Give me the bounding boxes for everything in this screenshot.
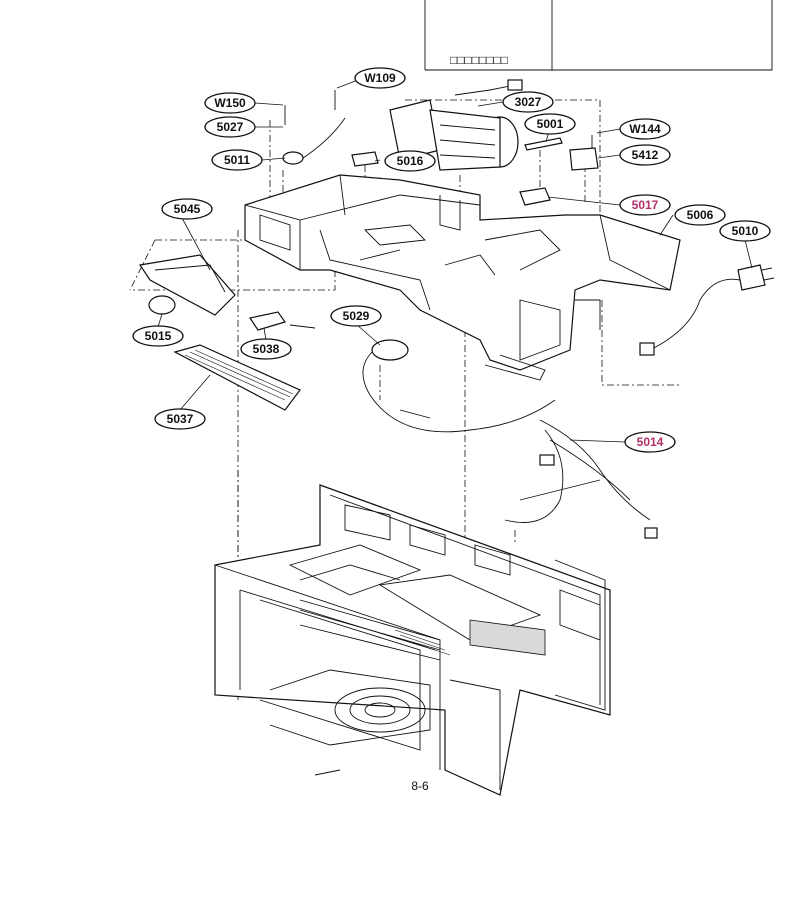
small-parts-top-right: [519, 135, 599, 206]
power-cord-5010: [639, 264, 775, 356]
callout-label-W150: W150: [214, 96, 246, 110]
callout-5038[interactable]: 5038: [240, 338, 292, 360]
callout-W109[interactable]: W109: [354, 67, 406, 89]
callout-label-5006: 5006: [687, 208, 714, 222]
callout-label-W144: W144: [629, 122, 661, 136]
callout-3027[interactable]: 3027: [502, 91, 554, 113]
wire-harness-5014: [504, 419, 658, 539]
callout-label-5017: 5017: [632, 198, 659, 212]
callout-5014[interactable]: 5014: [624, 431, 676, 453]
callout-5412[interactable]: 5412: [619, 144, 671, 166]
callout-label-5037: 5037: [167, 412, 194, 426]
callout-5017[interactable]: 5017: [619, 194, 671, 216]
callout-label-W109: W109: [364, 71, 396, 85]
callout-label-5014: 5014: [637, 435, 664, 449]
callout-5029[interactable]: 5029: [330, 305, 382, 327]
callout-label-3027: 3027: [515, 95, 542, 109]
callout-5006[interactable]: 5006: [674, 204, 726, 226]
callout-5001[interactable]: 5001: [524, 113, 576, 135]
turntable-motor-5029: [362, 339, 556, 433]
switch-parts: [282, 90, 379, 167]
table-fragment: □□□□□□□□: [424, 0, 773, 71]
oven-chassis: [214, 484, 611, 796]
callout-5015[interactable]: 5015: [132, 325, 184, 347]
callout-W150[interactable]: W150: [204, 92, 256, 114]
callout-W144[interactable]: W144: [619, 118, 671, 140]
callout-5011[interactable]: 5011: [211, 149, 263, 171]
callout-5045[interactable]: 5045: [161, 198, 213, 220]
callout-5037[interactable]: 5037: [154, 408, 206, 430]
callout-label-5029: 5029: [343, 309, 370, 323]
lamp-cover-5045: [138, 254, 316, 331]
callout-5010[interactable]: 5010: [719, 220, 771, 242]
callout-label-5011: 5011: [224, 153, 250, 167]
callout-5027[interactable]: 5027: [204, 116, 256, 138]
air-guide-assembly-5006: [244, 174, 681, 381]
callout-label-5412: 5412: [632, 148, 659, 162]
grille-5037: [173, 344, 301, 411]
callout-5016[interactable]: 5016: [384, 150, 436, 172]
callout-label-5015: 5015: [145, 329, 172, 343]
callout-leader-lines: [157, 79, 753, 443]
fan-motor-3027: [389, 79, 523, 171]
callout-label-5027: 5027: [217, 120, 244, 134]
callout-label-5038: 5038: [253, 342, 280, 356]
callout-label-5016: 5016: [397, 154, 424, 168]
callout-label-5001: 5001: [537, 117, 564, 131]
svg-text:□□□□□□□□: □□□□□□□□: [450, 53, 508, 67]
callout-label-5010: 5010: [732, 224, 759, 238]
page-number: 8-6: [411, 779, 429, 793]
callout-label-5045: 5045: [174, 202, 201, 216]
